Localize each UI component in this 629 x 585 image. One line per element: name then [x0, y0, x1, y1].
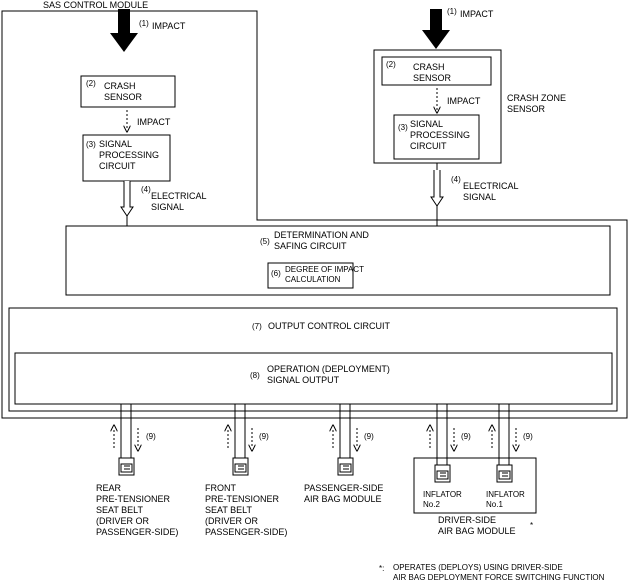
- determination-label: DETERMINATION AND SAFING CIRCUIT: [274, 230, 369, 251]
- footnote-mark: *:: [379, 564, 385, 573]
- signal-number-front: (9): [259, 432, 269, 441]
- determination-number: (5): [260, 237, 270, 246]
- left-electrical-label: ELECTRICAL SIGNAL: [151, 191, 207, 212]
- degree-number: (6): [271, 269, 281, 278]
- left-impact-arrow: [110, 9, 138, 52]
- right-crash-sensor-label: CRASH SENSOR: [413, 62, 452, 83]
- left-spc-label: SIGNAL PROCESSING CIRCUIT: [99, 139, 160, 171]
- footnote-text: OPERATES (DEPLOYS) USING DRIVER-SIDE AIR…: [393, 563, 605, 582]
- signal-number-inflator1: (9): [523, 432, 533, 441]
- driver-module-asterisk: *: [530, 521, 534, 530]
- degree-label: DEGREE OF IMPACT CALCULATION: [285, 265, 364, 284]
- left-inner-impact-label: IMPACT: [137, 117, 171, 127]
- right-crash-sensor-number: (2): [386, 60, 396, 69]
- right-spc-label: SIGNAL PROCESSING CIRCUIT: [410, 119, 471, 151]
- signal-number-rear: (9): [146, 432, 156, 441]
- passenger-airbag-label: PASSENGER-SIDE AIR BAG MODULE: [304, 483, 384, 504]
- right-impact-label: IMPACT: [460, 9, 494, 19]
- right-spc-box: [393, 114, 480, 160]
- left-impact-label: IMPACT: [152, 21, 186, 31]
- left-impact-number: (1): [139, 19, 149, 28]
- right-electrical-arrow: [430, 170, 444, 207]
- inflator-1-label: INFLATOR No.1: [486, 490, 525, 509]
- driver-airbag-module-label: DRIVER-SIDE AIR BAG MODULE: [438, 515, 516, 536]
- inflator-2-label: INFLATOR No.2: [423, 490, 462, 509]
- output-control-label: OUTPUT CONTROL CIRCUIT: [268, 321, 391, 331]
- driver-module-box: [413, 457, 537, 514]
- inflator-1-icon: [496, 464, 513, 483]
- left-electrical-number: (4): [141, 185, 151, 194]
- right-spc-number: (3): [398, 123, 408, 132]
- right-electrical-label: ELECTRICAL SIGNAL: [463, 181, 519, 202]
- determination-box: [65, 225, 611, 296]
- inflator-2-icon: [434, 464, 451, 483]
- passenger-airbag-icon: [337, 457, 354, 476]
- sas-module-outline: [1, 10, 628, 419]
- right-crash-sensor-box: [381, 56, 492, 86]
- rear-pretensioner-label: REAR PRE-TENSIONER SEAT BELT (DRIVER OR …: [96, 483, 179, 537]
- degree-box: [267, 262, 354, 289]
- right-impact-arrow: [422, 9, 450, 49]
- front-pretensioner-label: FRONT PRE-TENSIONER SEAT BELT (DRIVER OR…: [205, 483, 288, 537]
- output-control-number: (7): [252, 322, 262, 331]
- signal-number-passenger: (9): [364, 432, 374, 441]
- left-crash-sensor-box: [80, 75, 176, 108]
- left-crash-sensor-label: CRASH SENSOR: [104, 81, 143, 102]
- module-title: SAS CONTROL MODULE: [43, 0, 149, 10]
- rear-pretensioner-icon: [118, 457, 135, 476]
- left-electrical-arrow: [120, 181, 134, 217]
- operation-box: [14, 352, 613, 405]
- operation-number: (8): [250, 371, 260, 380]
- right-inner-impact-label: IMPACT: [447, 96, 481, 106]
- front-pretensioner-icon: [232, 457, 249, 476]
- crash-zone-sensor-label: CRASH ZONE SENSOR: [507, 93, 567, 114]
- signal-number-inflator2: (9): [461, 432, 471, 441]
- left-crash-sensor-number: (2): [86, 79, 96, 88]
- right-electrical-number: (4): [451, 175, 461, 184]
- operation-label: OPERATION (DEPLOYMENT) SIGNAL OUTPUT: [267, 364, 390, 385]
- left-spc-number: (3): [86, 140, 96, 149]
- output-control-box: [8, 307, 618, 412]
- right-impact-number: (1): [447, 7, 457, 16]
